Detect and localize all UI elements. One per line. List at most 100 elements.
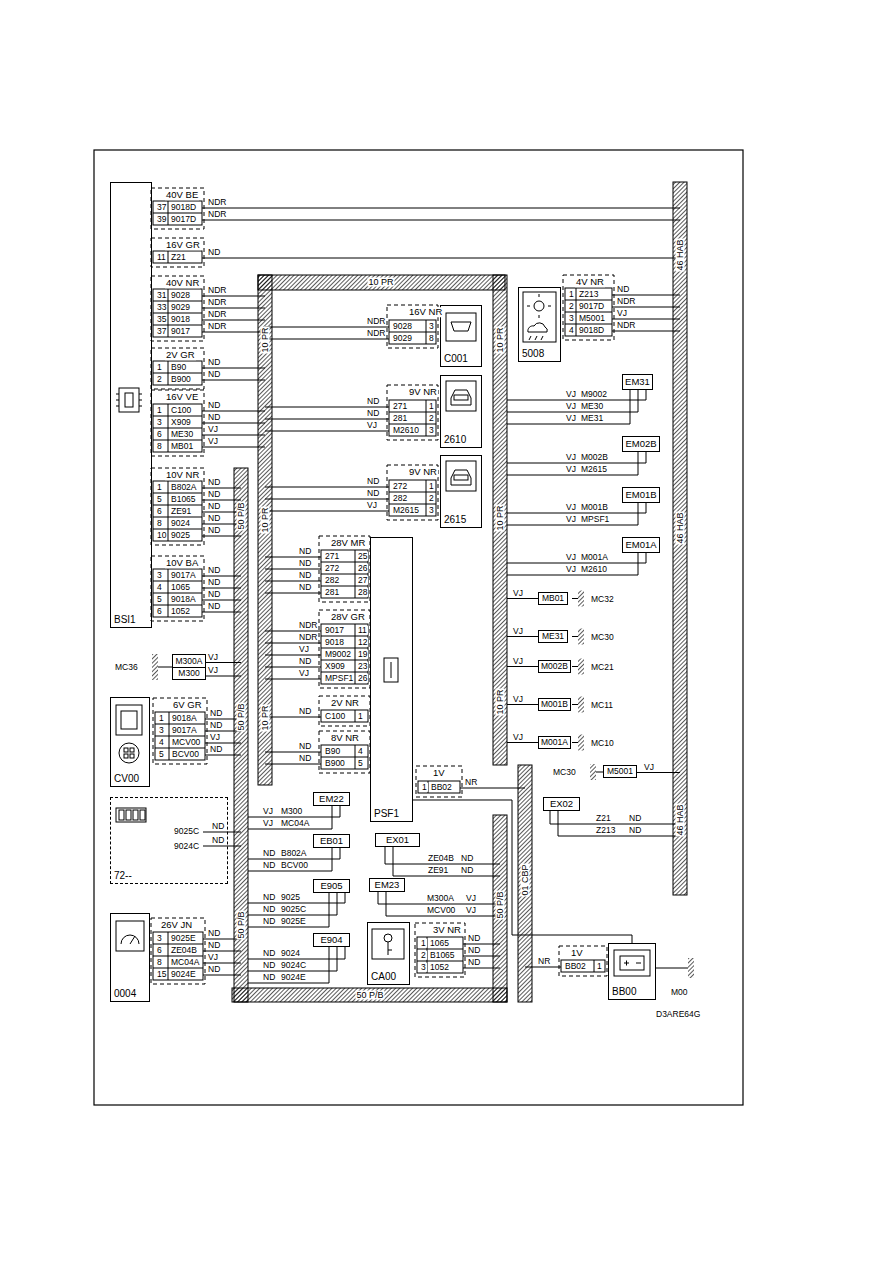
wire-color: ND: [209, 721, 223, 730]
wire-label: 9024E: [280, 973, 307, 982]
wire-label: VJ: [465, 906, 477, 915]
wire-color: NDR: [298, 633, 318, 642]
pin-table: [168, 404, 169, 452]
wire-id-box: ME31: [538, 630, 568, 643]
pin-table: [153, 968, 203, 969]
node-label: CV00: [114, 774, 139, 784]
pin-cell: 12: [357, 638, 368, 647]
connector-header: 9V NR: [408, 387, 438, 397]
wire-label: M2610: [580, 565, 608, 574]
connector-header: 6V GR: [172, 700, 203, 710]
wire: [340, 806, 341, 817]
wire: [329, 893, 330, 927]
connector-header: 40V BE: [165, 190, 199, 200]
wire: [612, 331, 680, 332]
wire-label: ND: [262, 917, 276, 926]
wire: [332, 806, 333, 829]
wire-connector: [413, 800, 632, 943]
node-label: BB00: [612, 987, 636, 997]
wire-color: ND: [207, 358, 221, 367]
wire-color: VJ: [298, 645, 310, 654]
connector-header: 10V NR: [165, 470, 200, 480]
pin-cell: BB02: [430, 783, 453, 792]
wire-color: NR: [464, 778, 478, 787]
wire: [385, 864, 500, 865]
pin-cell: 2: [568, 302, 575, 311]
wire-color: ND: [467, 934, 481, 943]
pin-cell: 37: [156, 327, 167, 336]
wire-label: VJ: [465, 894, 477, 903]
pin-cell: 9029: [170, 303, 191, 312]
node-label: 5008: [522, 349, 544, 359]
connector-outline: [559, 946, 607, 976]
connector-outline: [151, 348, 204, 389]
wire: [202, 435, 265, 436]
wire: [612, 295, 680, 296]
pin-table: [153, 581, 202, 582]
pin-cell: 3: [158, 726, 165, 735]
pin-cell: 6: [156, 607, 163, 616]
pin-table: [153, 325, 202, 326]
wire-color: ND: [209, 709, 223, 718]
harness-label: 50 P/B: [237, 702, 246, 731]
wire: [646, 452, 647, 463]
pin-cell: MC04A: [170, 958, 200, 967]
pin-cell: 3: [156, 418, 163, 427]
wire-label: 9024C: [173, 842, 200, 851]
wire: [612, 319, 680, 320]
wire: [265, 431, 389, 432]
pin-cell: 8: [156, 519, 163, 528]
wire-label: VJ: [565, 453, 577, 462]
harness-label: 10 PR: [496, 688, 505, 715]
pin-table: [389, 424, 436, 425]
splice-box: EX02: [543, 797, 580, 811]
splice-box: EM01A: [622, 537, 660, 553]
node-label: M300A: [173, 655, 205, 667]
wire-color: VJ: [616, 309, 628, 318]
pin-cell: 4: [357, 747, 364, 756]
harness-label: 46 HAB: [676, 238, 685, 271]
pin-cell: 282: [324, 576, 340, 585]
pin-cell: 5: [156, 595, 163, 604]
wire: [248, 903, 345, 904]
wire: [202, 512, 241, 513]
pin-cell: 1: [428, 402, 435, 411]
pin-cell: 37: [156, 203, 167, 212]
harness-label: 10 PR: [261, 326, 270, 353]
wire-label: MC04A: [280, 819, 310, 828]
wire: [202, 500, 241, 501]
node-label: EX01: [386, 835, 409, 845]
pin-cell: 9018: [324, 638, 345, 647]
pin-table: [426, 480, 427, 516]
wire-color: ND: [298, 657, 312, 666]
ground-lead: [572, 666, 578, 667]
wire-label: VJ: [565, 390, 577, 399]
wire: [265, 419, 389, 420]
pin-table: [153, 251, 202, 263]
pin-cell: 6: [156, 946, 163, 955]
pin-cell: 26: [357, 564, 368, 573]
wire-id-box: M001B: [538, 698, 571, 711]
wire-color: NDR: [366, 329, 386, 338]
ground-label: MC11: [590, 700, 614, 709]
wire-color: ND: [207, 502, 221, 511]
pin-table: [153, 932, 203, 980]
pin-table: [355, 550, 356, 598]
wire-label: Z213: [595, 826, 616, 835]
pin-table: [153, 481, 202, 541]
wire: [507, 412, 638, 413]
wire: [507, 400, 646, 401]
wire-label: VJ: [565, 553, 577, 562]
pin-table: [321, 710, 368, 722]
wire-color: NDR: [366, 317, 386, 326]
pin-cell: 1052: [429, 963, 450, 972]
pin-table: [153, 529, 202, 530]
ground-label: M00: [670, 988, 689, 997]
wire: [525, 967, 561, 968]
pin-table: [355, 745, 356, 769]
wire: [203, 832, 241, 833]
wire-color: ND: [467, 946, 481, 955]
pin-cell: 35: [156, 315, 167, 324]
